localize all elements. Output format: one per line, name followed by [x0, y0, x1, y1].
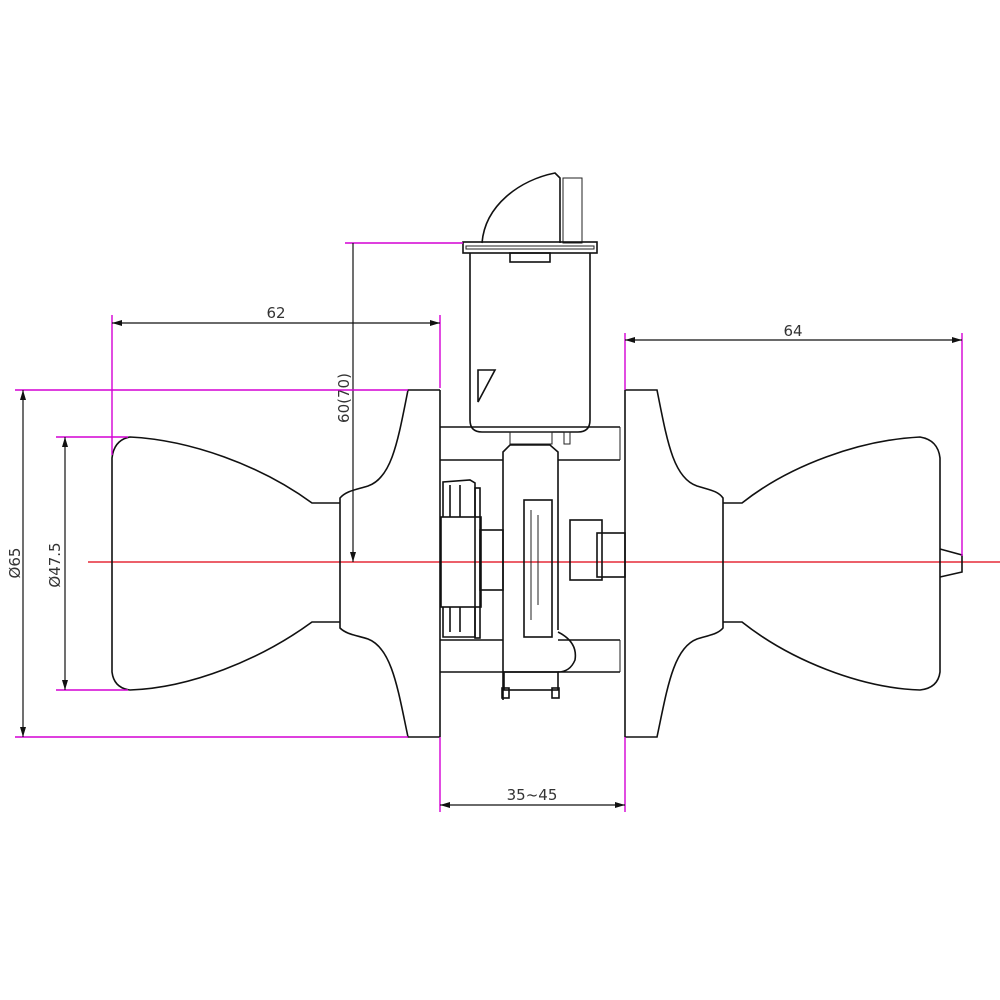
spindle-tip	[939, 548, 963, 578]
dimension-label: Ø65	[6, 548, 24, 579]
bevel-triangle-mark	[477, 369, 497, 403]
dimension-label: 35~45	[507, 786, 558, 804]
dimension-label: 64	[783, 322, 802, 340]
latch-assembly	[462, 172, 598, 445]
dimension-backset: 60(70)	[335, 242, 463, 562]
dimension-right-knob-length: 64	[624, 322, 963, 556]
dimension-left-knob-length: 62	[111, 304, 441, 455]
dimension-label: 62	[266, 304, 285, 322]
dimension-label: 60(70)	[335, 373, 353, 423]
dimension-door-thickness: 35~45	[439, 737, 626, 812]
left-knob	[111, 389, 441, 738]
dimension-label: Ø47.5	[46, 542, 64, 587]
lock-chassis	[440, 426, 626, 700]
right-knob	[624, 389, 963, 738]
dimension-knob-diameter: Ø47.5	[46, 436, 128, 691]
dimension-rose-diameter: Ø65	[6, 389, 408, 738]
